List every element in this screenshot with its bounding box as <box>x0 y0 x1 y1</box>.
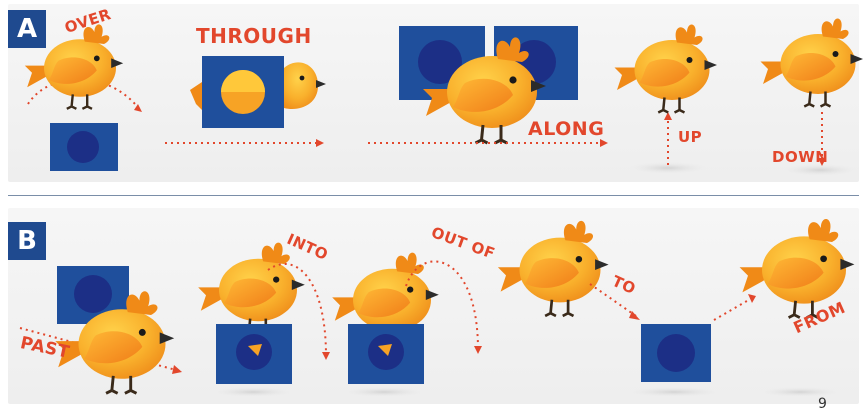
to-bird <box>498 221 609 316</box>
from-path-arrow <box>714 298 752 320</box>
through-bird-head <box>284 62 318 109</box>
page-number: 9 <box>818 396 827 411</box>
scene-to <box>498 221 722 397</box>
panel-a-badge: A <box>8 10 46 48</box>
scene-out-of <box>332 253 482 397</box>
scene-through <box>165 56 326 147</box>
up-bird <box>615 24 718 112</box>
panel-b-badge: B <box>8 222 46 260</box>
down-bird <box>761 18 864 106</box>
into-bird <box>198 243 305 335</box>
label-up: UP <box>678 128 702 146</box>
label-through: THROUGH <box>196 24 312 48</box>
scene-past <box>20 266 182 393</box>
label-down: DOWN <box>772 148 828 166</box>
scene-into <box>198 243 330 397</box>
label-along: ALONG <box>528 118 604 140</box>
scene-up <box>615 24 718 174</box>
